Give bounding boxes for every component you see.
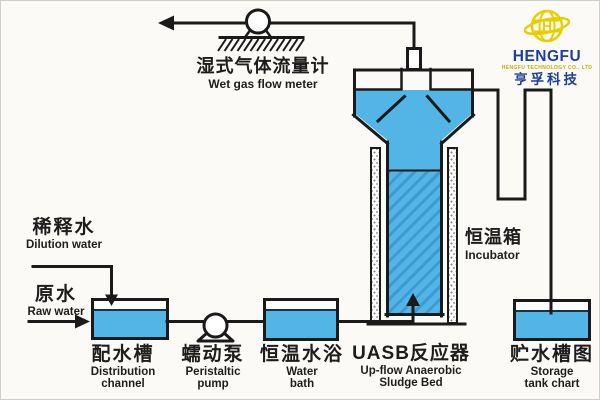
label-dilution-water-en: Dilution water [25,238,103,251]
label-peristaltic-pump-en2: pump [197,377,229,390]
label-incubator-en: Incubator [465,247,520,262]
sludge-bed-fill [389,170,440,313]
upflow-arrowhead [406,293,420,306]
label-storage-tank-zh: 贮水槽图 [509,344,595,365]
label-storage-tank-en2: tank chart [524,377,580,390]
label-distribution-channel: 配水槽 Distribution channel [91,345,156,391]
label-uasb-reactor: UASB反应器 Up-flow Anaerobic Sludge Bed [352,344,470,390]
logo-brand-text: HENGFU [512,48,582,65]
label-wet-gas-meter-zh: 湿式气体流量计 [196,56,330,76]
distribution-tank-water [94,309,166,337]
label-uasb-reactor-en2: Sludge Bed [379,376,443,389]
label-peristaltic-pump-zh: 蠕动泵 [181,344,245,365]
logo-brand-cn-text: 亨孚科技 [514,71,580,87]
column-walls [386,140,443,318]
label-wet-gas-meter-en: Wet gas flow meter [208,76,318,91]
distribution-channel-tank [91,298,169,340]
label-raw-water: 原水 Raw water [28,285,85,319]
reactor-inlet-line [336,293,420,323]
ground-hatch [217,38,305,52]
water-bath-water [266,309,336,338]
uasb-reactor-vessel [351,67,476,326]
label-distribution-channel-zh: 配水槽 [91,344,155,365]
label-raw-water-zh: 原水 [34,284,78,305]
label-water-bath-zh: 恒温水浴 [259,344,345,365]
gas-collector-partition [400,67,432,91]
label-wet-gas-meter: 湿式气体流量计 Wet gas flow meter [197,57,330,90]
label-dilution-water-zh: 稀释水 [32,217,96,238]
label-distribution-channel-en1: Distribution [90,365,156,378]
label-incubator: 恒温箱 Incubator [465,228,522,261]
label-incubator-zh: 恒温箱 [465,227,522,247]
label-raw-water-en: Raw water [27,305,85,318]
svg-text:H: H [542,18,552,34]
dilution-arrowhead [105,294,118,306]
label-dilution-water: 稀释水 Dilution water [26,218,102,252]
raw-water-arrow [27,314,90,329]
label-storage-tank-en1: Storage [530,365,574,378]
gas-nozzle [406,47,422,71]
label-water-bath: 恒温水浴 Water bath [260,345,344,391]
effluent-pipe [472,88,553,315]
label-peristaltic-pump-en1: Peristaltic [185,365,241,378]
water-bath-tank [263,298,339,341]
label-peristaltic-pump: 蠕动泵 Peristaltic pump [181,345,244,391]
label-water-bath-en1: Water [286,365,318,378]
peristaltic-pump-icon [196,312,235,343]
globe-with-h-icon: H [523,9,571,43]
three-phase-separator-baffles [375,94,452,124]
reactor-liquid-fill [355,90,472,170]
label-uasb-reactor-en1: Up-flow Anaerobic [360,364,462,377]
label-water-bath-en2: bath [289,377,315,390]
label-uasb-reactor-zh: UASB反应器 [352,343,470,364]
gas-flow-arrowhead [158,15,174,31]
wet-gas-flow-meter-icon [217,8,305,52]
hengfu-logo: H HENGFU HENGFU TECHNOLOGY CO., LTD 亨孚科技 [500,7,594,86]
dilution-water-line [31,265,118,306]
logo-subtitle-text: HENGFU TECHNOLOGY CO., LTD [501,64,593,71]
label-distribution-channel-en2: channel [101,377,145,390]
label-storage-tank: 贮水槽图 Storage tank chart [510,345,594,391]
